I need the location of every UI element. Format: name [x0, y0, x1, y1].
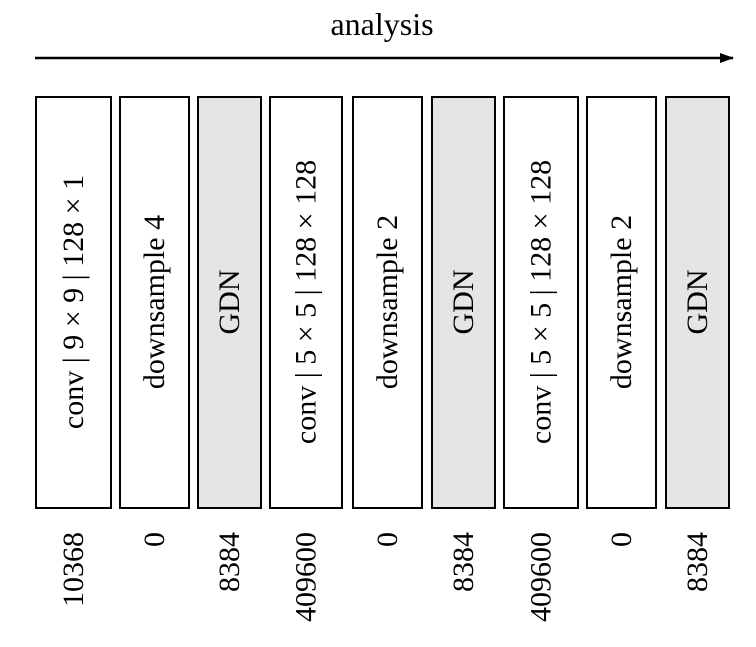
layer-label: conv | 5 × 5 | 128 × 128 — [290, 160, 323, 444]
layer-label: GDN — [681, 270, 714, 335]
layer-param-count: 8384 — [681, 532, 714, 592]
layer-block-conv — [503, 96, 579, 509]
layer-label: downsample 2 — [371, 215, 404, 389]
layer-label: GDN — [213, 270, 246, 335]
layer-block-gdn — [431, 96, 496, 509]
layer-label: conv | 5 × 5 | 128 × 128 — [525, 160, 558, 444]
layer-block-downsample — [119, 96, 190, 509]
layer-block-conv — [35, 96, 112, 509]
layer-block-conv — [269, 96, 343, 509]
layer-blocks: conv | 9 × 9 | 128 × 1 10368 downsample 4 0… — [35, 96, 730, 622]
layer-label: conv | 9 × 9 | 128 × 1 — [57, 175, 90, 429]
layer-block-downsample — [586, 96, 657, 509]
layer-param-count: 409600 — [525, 532, 558, 622]
layer-block-downsample — [352, 96, 423, 509]
layer-param-count: 0 — [138, 532, 171, 547]
layer-param-count: 8384 — [213, 532, 246, 592]
analysis-title: analysis — [330, 6, 433, 42]
layer-label: downsample 4 — [138, 215, 171, 389]
layer-label: GDN — [447, 270, 480, 335]
layer-param-count: 10368 — [57, 532, 90, 607]
layer-label: downsample 2 — [605, 215, 638, 389]
layer-block-gdn — [197, 96, 262, 509]
layer-param-count: 0 — [371, 532, 404, 547]
layer-param-count: 409600 — [290, 532, 323, 622]
layer-param-count: 8384 — [447, 532, 480, 592]
layer-param-count: 0 — [605, 532, 638, 547]
layer-block-gdn — [665, 96, 730, 509]
